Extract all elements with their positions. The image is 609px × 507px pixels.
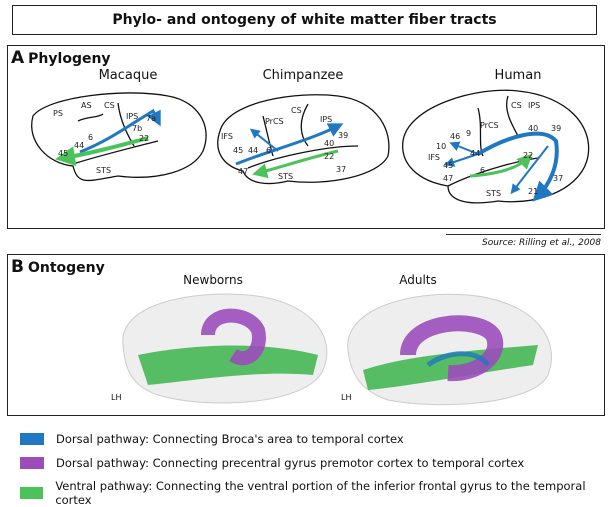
area-label: 37 [553,174,563,183]
hemisphere-label: LH [341,393,352,402]
area-label: 22 [324,152,334,161]
legend-swatch [20,457,44,469]
area-label: PrCS [480,121,499,130]
area-label: 45 [58,149,68,158]
area-label: PS [53,109,63,118]
species-chimpanzee: Chimpanzee [262,68,344,83]
area-label: 21 [528,187,538,196]
panel-label: Ontogeny [27,260,105,276]
species-human: Human [494,68,542,83]
area-label: 40 [528,124,538,133]
panel-letter: B [11,257,24,277]
legend-label: Ventral pathway: Connecting the ventral … [55,479,586,507]
chimpanzee-brain-outline [217,94,390,185]
legend-label: Dorsal pathway: Connecting Broca's area … [56,432,404,446]
area-label: 47 [238,167,248,176]
legend-swatch [20,487,44,499]
area-label: 45 [233,146,243,155]
area-label: 7b [132,124,142,133]
panel-letter: A [11,48,25,68]
area-label: 39 [551,124,561,133]
human-brain-outline [402,89,590,204]
legend-item: Dorsal pathway: Connecting Broca's area … [20,432,404,446]
area-label: STS [486,189,501,198]
area-label: 6 [88,133,93,142]
area-label: STS [96,166,111,175]
figure-title: Phylo- and ontogeny of white matter fibe… [12,5,597,35]
area-label: STS [278,172,293,181]
area-label: AS [81,101,92,110]
legend-swatch [20,433,44,445]
panel-label: Phylogeny [28,51,111,67]
legend-item: Dorsal pathway: Connecting precentral gy… [20,456,524,470]
area-label: 22 [139,134,149,143]
area-label: 39 [338,131,348,140]
area-label: 47 [443,174,453,183]
legend-item: Ventral pathway: Connecting the ventral … [20,479,609,507]
area-label: CS [511,101,522,110]
area-label: 37 [336,165,346,174]
group-newborns: Newborns [183,273,243,287]
newborn-dorsal-tract [201,308,266,366]
area-label: 46 [450,132,460,141]
area-label: 44 [470,149,480,158]
newborn-ventral-tract [138,345,318,385]
area-label: 22 [523,151,533,160]
area-label: 44 [248,146,258,155]
area-label: IPS [528,101,540,110]
area-label: 7a [146,114,156,123]
source-citation: Source: Rilling et al., 2008 [446,234,601,248]
adult-dorsal-tract-purple [400,315,504,382]
area-label: 40 [324,139,334,148]
area-label: 44 [74,141,84,150]
adult-dorsal-tract-blue [426,351,491,368]
tractography-images [122,293,552,406]
hemisphere-label: LH [111,393,122,402]
area-label: 45 [443,161,453,170]
area-label: CS [104,101,115,110]
area-label: CS [291,106,302,115]
ventral-pathway-arrows [55,136,533,179]
group-adults: Adults [399,273,437,287]
area-label: 10 [436,142,446,151]
legend-label: Dorsal pathway: Connecting precentral gy… [56,456,525,470]
area-label: IFS [221,132,233,141]
area-label: 6 [266,146,271,155]
area-label: PrCS [265,117,284,126]
area-label: 9 [466,129,471,138]
dorsal-pathway-arrows [79,108,559,202]
area-label: IPS [126,112,138,121]
species-macaque: Macaque [98,68,158,83]
area-label: IPS [320,115,332,124]
area-label: IFS [428,153,440,162]
area-label: 6 [480,166,485,175]
